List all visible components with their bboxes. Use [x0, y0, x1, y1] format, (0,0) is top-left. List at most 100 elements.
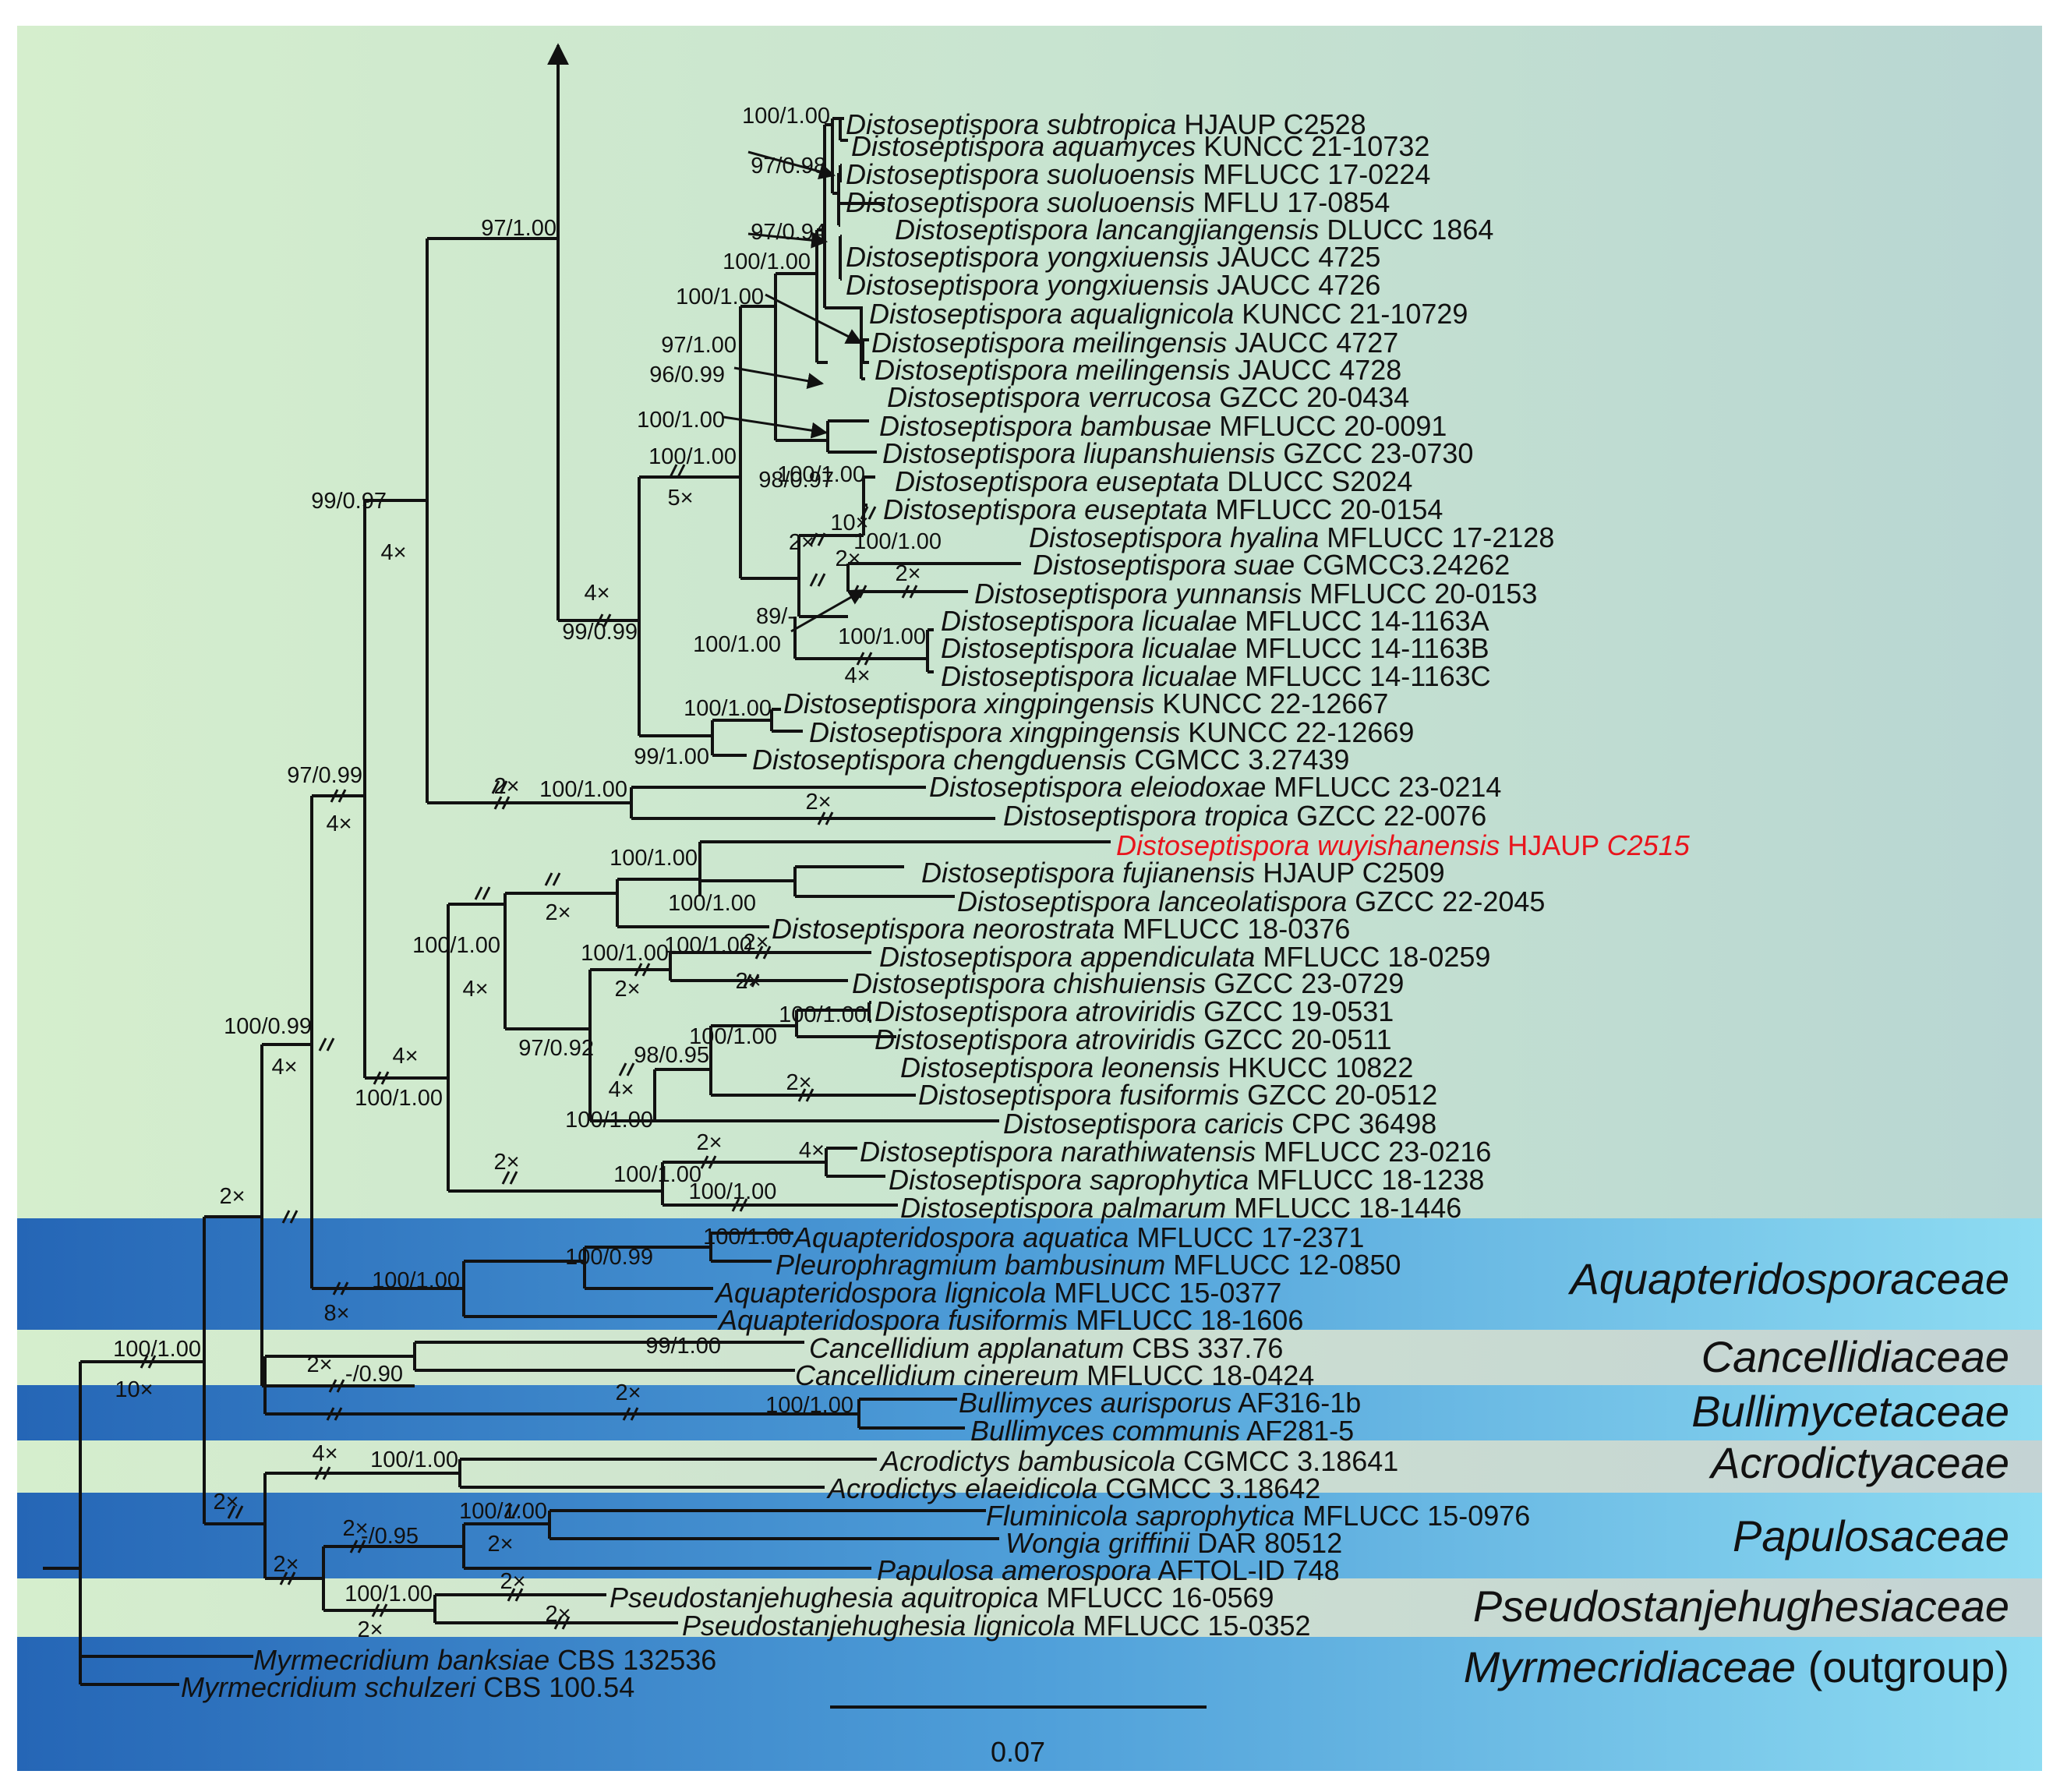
tip-label: Distoseptispora yongxiuensis JAUCC 4726 — [846, 269, 1380, 301]
tip-label: Distoseptispora suoluoensis MFLUCC 17-02… — [846, 158, 1430, 190]
tip-binomial: Distoseptispora — [1003, 800, 1196, 832]
tip-epithet: lignicola — [966, 1610, 1075, 1642]
support-value: 4× — [326, 811, 352, 836]
tip-binomial: Distoseptispora — [875, 1023, 1068, 1055]
tip-label: Pseudostanjehughesia lignicola MFLUCC 15… — [682, 1610, 1311, 1642]
tip-binomial: Distoseptispora — [846, 186, 1039, 218]
tip-binomial: Acrodictys — [879, 1445, 1010, 1477]
tip-epithet: xingpingensis — [1002, 716, 1180, 748]
tip-strain: CGMCC 3.18642 — [1097, 1472, 1320, 1504]
support-value: 2× — [500, 1569, 525, 1594]
band-aquapteridosporaceae — [17, 1218, 2042, 1330]
tip-strain: GZCC 19-0531 — [1196, 995, 1394, 1027]
tip-label: Fluminicola saprophytica MFLUCC 15-0976 — [986, 1500, 1530, 1532]
support-value: 100/1.00 — [581, 941, 669, 966]
tip-binomial: Distoseptispora — [879, 941, 1072, 973]
family-name: Cancellidiaceae — [1701, 1332, 2009, 1381]
support-value: 100/1.00 — [355, 1086, 443, 1111]
tip-binomial: Distoseptispora — [846, 241, 1039, 273]
tip-strain: MFLUCC 14-1163B — [1237, 632, 1489, 664]
tip-strain: MFLUCC 15-0377 — [1046, 1277, 1281, 1309]
support-value: 97/0.94 — [751, 220, 826, 245]
band-pseudostanjehughesiaceae — [17, 1578, 2042, 1637]
tip-epithet: subtropica — [1039, 108, 1176, 140]
tip-label: Myrmecridium banksiae CBS 132536 — [253, 1644, 716, 1676]
scale-bar-label: 0.07 — [991, 1736, 1045, 1768]
tip-label: Distoseptispora atroviridis GZCC 19-0531 — [875, 995, 1394, 1027]
tip-binomial: Distoseptispora — [900, 1192, 1094, 1224]
support-value: 2× — [219, 1184, 245, 1209]
tip-strain: GZCC 20-0512 — [1239, 1079, 1437, 1111]
tip-epithet: griffinii — [1101, 1527, 1190, 1559]
support-value: 100/1.00 — [703, 1225, 791, 1249]
tip-strain: HJAUP C2509 — [1255, 857, 1444, 889]
background-bands — [17, 26, 2042, 1771]
tip-label: Distoseptispora yongxiuensis JAUCC 4725 — [846, 241, 1380, 273]
tip-binomial: Distoseptispora — [889, 1164, 1082, 1196]
family-label: Pseudostanjehughesiaceae — [1473, 1582, 2009, 1631]
tip-binomial: Distoseptispora — [879, 410, 1072, 442]
tip-strain: MFLUCC 12-0850 — [1165, 1249, 1401, 1281]
tip-strain: MFLUCC 18-1238 — [1249, 1164, 1484, 1196]
support-value: 100/0.99 — [224, 1014, 312, 1039]
support-value: 97/0.98 — [751, 154, 826, 178]
tip-strain: CBS 337.76 — [1124, 1332, 1283, 1364]
tip-label: Bullimyces aurisporus AF316-1b — [959, 1387, 1361, 1419]
support-value: 100/1.00 — [723, 249, 811, 274]
tip-strain: MFLUCC 18-1606 — [1068, 1304, 1303, 1336]
tip-label: Distoseptispora palmarum MFLUCC 18-1446 — [900, 1192, 1461, 1224]
tip-binomial: Distoseptispora — [887, 381, 1080, 413]
support-value: 100/1.00 — [693, 632, 781, 657]
tip-strain: CPC 36498 — [1284, 1108, 1436, 1140]
tip-label: Distoseptispora licualae MFLUCC 14-1163C — [941, 660, 1491, 692]
support-value: 100/1.00 — [664, 933, 752, 958]
tip-strain: MFLUCC 18-1446 — [1226, 1192, 1461, 1224]
support-value: 2× — [545, 1602, 571, 1627]
tip-epithet: wuyishanensis — [1309, 829, 1500, 861]
tip-label: Distoseptispora yunnansis MFLUCC 20-0153 — [974, 578, 1537, 610]
tip-binomial: Distoseptispora — [895, 214, 1088, 246]
tip-epithet: meilingensis — [1065, 327, 1227, 359]
tip-binomial: Papulosa — [877, 1554, 994, 1586]
tip-strain: MFLUCC 16-0569 — [1038, 1582, 1274, 1614]
tip-binomial: Distoseptispora — [918, 1079, 1111, 1111]
tip-strain: MFLUCC 14-1163C — [1237, 660, 1490, 692]
band-papulosaceae — [17, 1493, 2042, 1578]
support-value: 96/0.99 — [649, 362, 725, 387]
tip-epithet: tropica — [1196, 800, 1288, 832]
support-value: 97/0.99 — [287, 763, 362, 788]
tip-binomial: Distoseptispora — [846, 269, 1039, 301]
support-value: 89/- — [756, 604, 795, 629]
tip-label: Distoseptispora euseptata MFLUCC 20-0154 — [883, 493, 1443, 525]
tip-binomial: Distoseptispora — [846, 108, 1039, 140]
tip-label: Distoseptispora narathiwatensis MFLUCC 2… — [860, 1136, 1491, 1168]
tip-binomial: Distoseptispora — [941, 632, 1134, 664]
tip-label: Distoseptispora saprophytica MFLUCC 18-1… — [889, 1164, 1484, 1196]
tip-binomial: Cancellidium — [809, 1332, 970, 1364]
tip-strain: JAUCC 4726 — [1209, 269, 1380, 301]
support-value: 100/1.00 — [113, 1337, 201, 1362]
tip-strain: MFLUCC 15-0976 — [1295, 1500, 1530, 1532]
tip-strain: DLUCC S2024 — [1219, 465, 1412, 497]
support-value: 2× — [614, 977, 640, 1002]
tip-strain: DAR 80512 — [1189, 1527, 1342, 1559]
support-value: 100/1.00 — [613, 1162, 701, 1187]
support-value: 4× — [380, 540, 406, 565]
tree-arrows — [547, 43, 865, 633]
tip-epithet: fujianensis — [1115, 857, 1255, 889]
tip-epithet: communis — [1104, 1415, 1240, 1447]
tip-epithet: liupanshuiensis — [1076, 437, 1275, 469]
tip-label: Acrodictys bambusicola CGMCC 3.18641 — [879, 1445, 1398, 1477]
tip-binomial: Distoseptispora — [1033, 549, 1226, 581]
tip-epithet: licualae — [1134, 660, 1237, 692]
family-label: Cancellidiaceae — [1701, 1332, 2009, 1381]
tip-strain: MFLUCC 15-0352 — [1075, 1610, 1310, 1642]
tip-strain: MFLUCC 23-0216 — [1256, 1136, 1491, 1168]
tip-strain: HJAUP — [1500, 829, 1606, 861]
support-value: 100/1.00 — [565, 1108, 653, 1133]
tip-epithet: applanatum — [970, 1332, 1124, 1364]
tip-epithet: licualae — [1134, 632, 1237, 664]
tip-strain: MFLUCC 23-0214 — [1266, 771, 1501, 803]
tip-label: Distoseptispora aqualignicola KUNCC 21-1… — [869, 298, 1468, 330]
tip-binomial: Aquapteridospora — [792, 1221, 1015, 1253]
